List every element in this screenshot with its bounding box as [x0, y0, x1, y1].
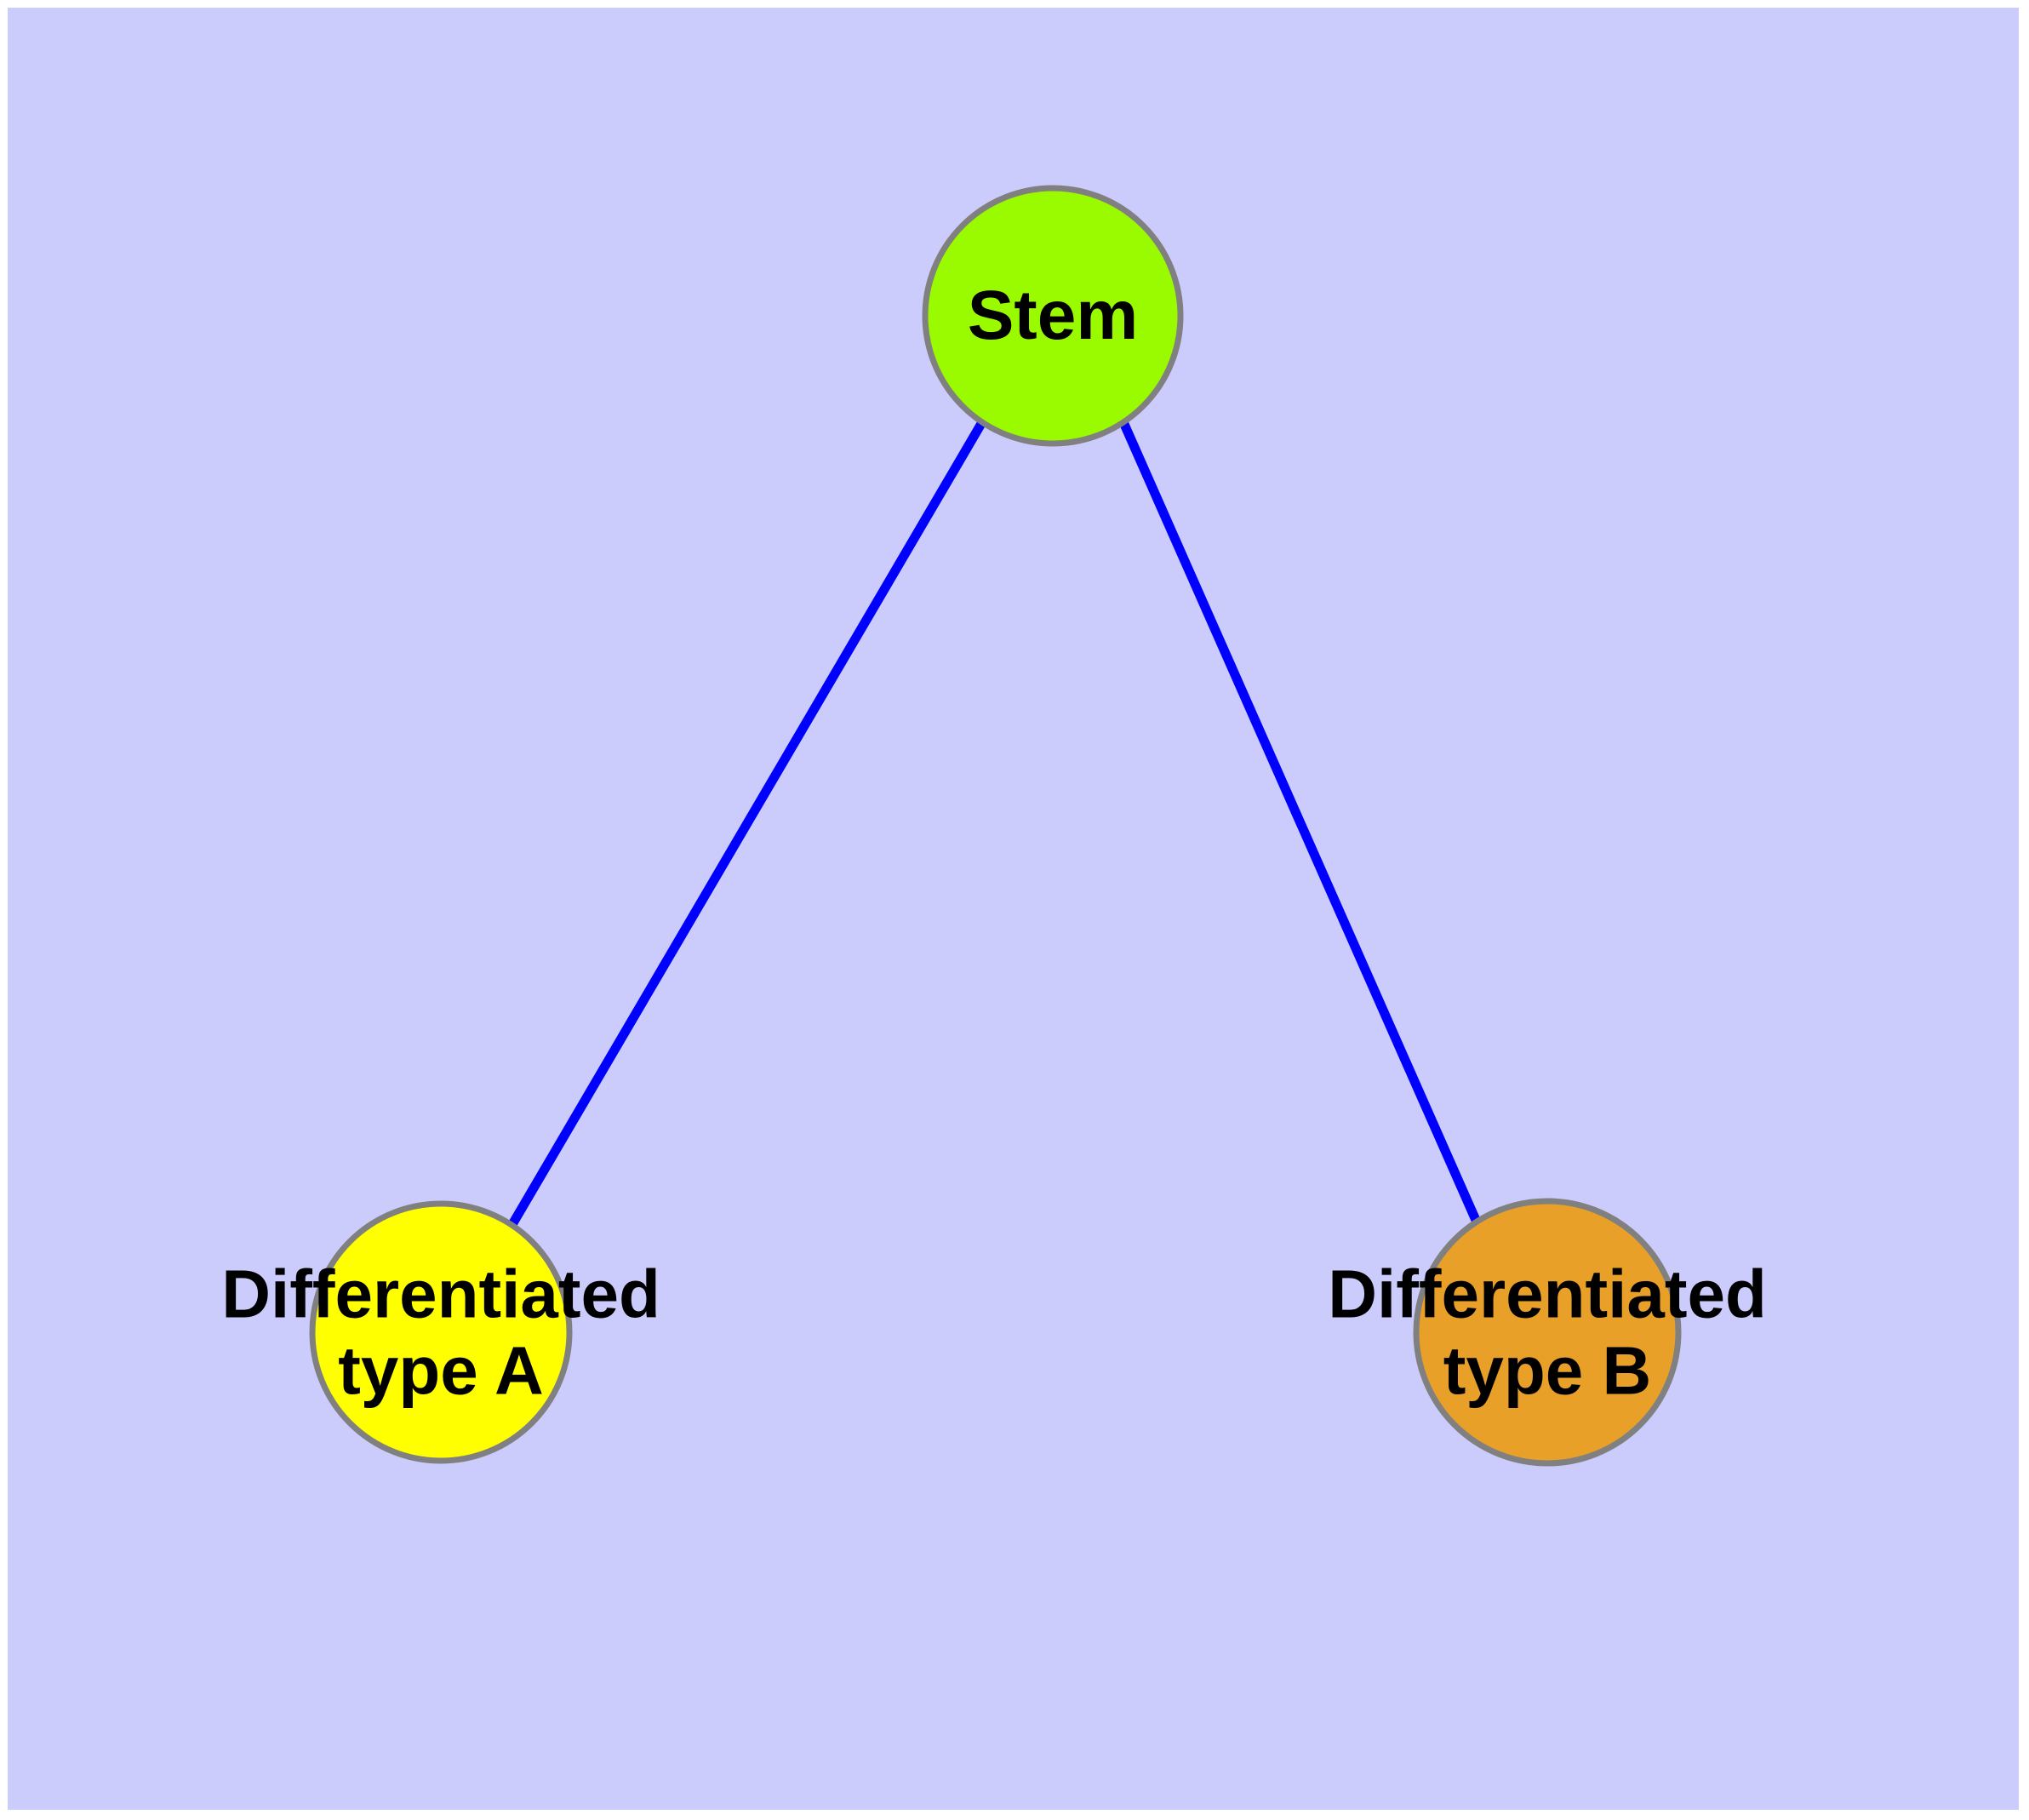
node-stem[interactable] [922, 185, 1184, 447]
node-differentiated-type-a[interactable] [309, 1200, 573, 1464]
node-layer [309, 185, 1682, 1467]
node-differentiated-type-b[interactable] [1413, 1198, 1682, 1467]
edge-stem-to-differentiated-type-b[interactable] [1118, 420, 1483, 1228]
edge-stem-to-differentiated-type-a[interactable] [507, 420, 986, 1228]
edge-layer [507, 420, 1483, 1228]
